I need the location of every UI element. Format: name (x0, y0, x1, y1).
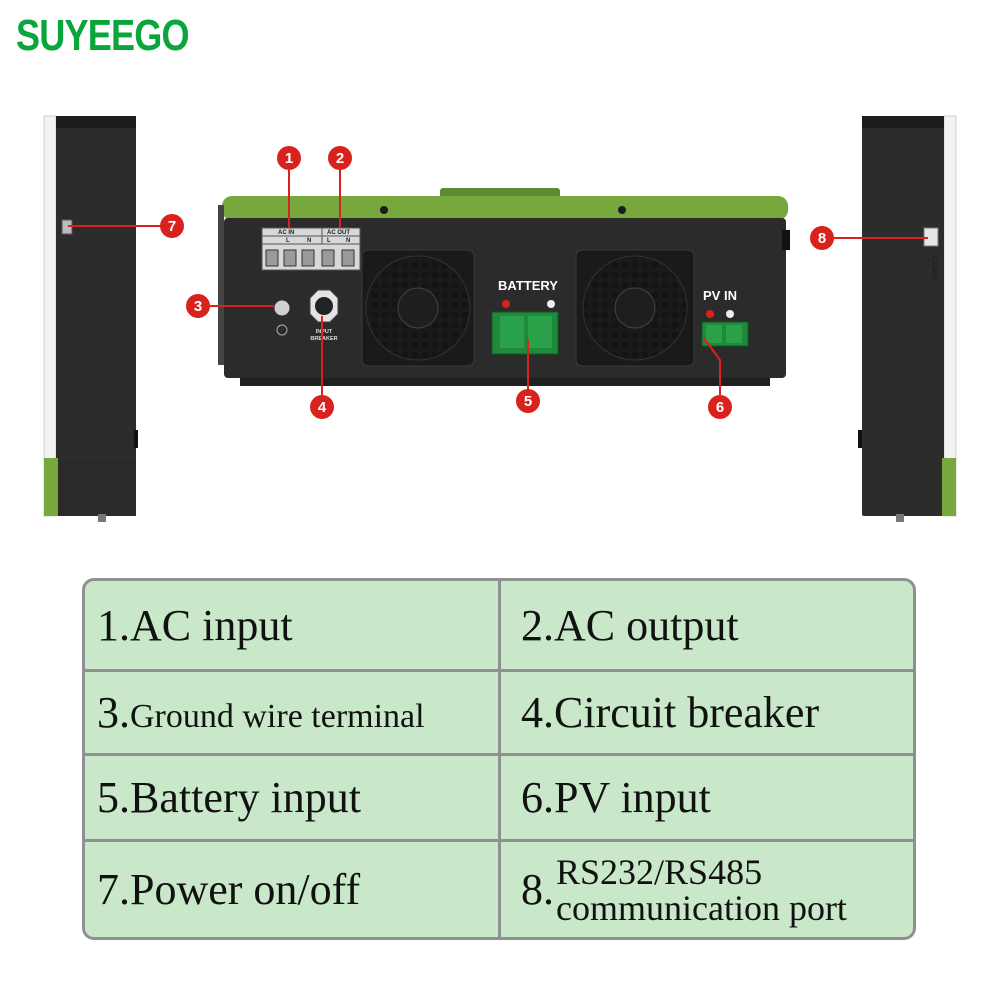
fan-right (575, 249, 695, 367)
marker-3: 3 (186, 294, 210, 318)
pv-in-label: PV IN (703, 288, 737, 303)
inverter-illustration: COMM AC IN AC OUT L N L N INPUT (43, 115, 957, 522)
svg-text:INPUT: INPUT (316, 329, 333, 335)
marker-7: 7 (160, 214, 184, 238)
ground-terminal (273, 299, 291, 317)
svg-text:1: 1 (285, 150, 293, 167)
marker-4: 4 (310, 395, 334, 419)
svg-text:N: N (346, 238, 350, 244)
front-view: AC IN AC OUT L N L N INPUT BREAKER BA (218, 188, 790, 386)
battery-label: BATTERY (498, 278, 558, 293)
svg-text:N: N (307, 238, 311, 244)
legend-item-1: 1.AC input (85, 581, 501, 672)
svg-text:L: L (286, 238, 290, 244)
legend-item-7: 7.Power on/off (85, 842, 501, 937)
svg-text:4: 4 (318, 399, 327, 416)
svg-text:8: 8 (818, 230, 826, 247)
svg-text:5: 5 (524, 393, 532, 410)
ac-in-label: AC IN (278, 230, 294, 236)
legend-item-5: 5.Battery input (85, 756, 501, 842)
legend-item-6: 6.PV input (501, 756, 913, 842)
ac-out-label: AC OUT (327, 230, 350, 236)
marker-6: 6 (708, 395, 732, 419)
svg-text:7: 7 (168, 218, 176, 235)
svg-text:L: L (327, 238, 331, 244)
legend-item-8: 8. RS232/RS485 communication port (521, 851, 847, 928)
legend-item-3: 3.Ground wire terminal (85, 672, 501, 756)
marker-5: 5 (516, 389, 540, 413)
marker-8: 8 (810, 226, 834, 250)
fan-left (361, 249, 475, 367)
svg-text:BREAKER: BREAKER (310, 336, 337, 342)
legend-item-2: 2.AC output (501, 581, 913, 672)
right-side-view: COMM (858, 115, 957, 522)
svg-text:6: 6 (716, 399, 724, 416)
left-side-view (43, 115, 138, 522)
svg-text:2: 2 (336, 150, 344, 167)
legend-item-4: 4.Circuit breaker (501, 672, 913, 756)
svg-text:3: 3 (194, 298, 202, 315)
comm-label: COMM (930, 256, 939, 282)
legend-table: 1.AC input 2.AC output 3.Ground wire ter… (82, 578, 916, 940)
marker-1: 1 (277, 146, 301, 170)
marker-2: 2 (328, 146, 352, 170)
brand-logo: SUYEEGO (16, 11, 190, 60)
